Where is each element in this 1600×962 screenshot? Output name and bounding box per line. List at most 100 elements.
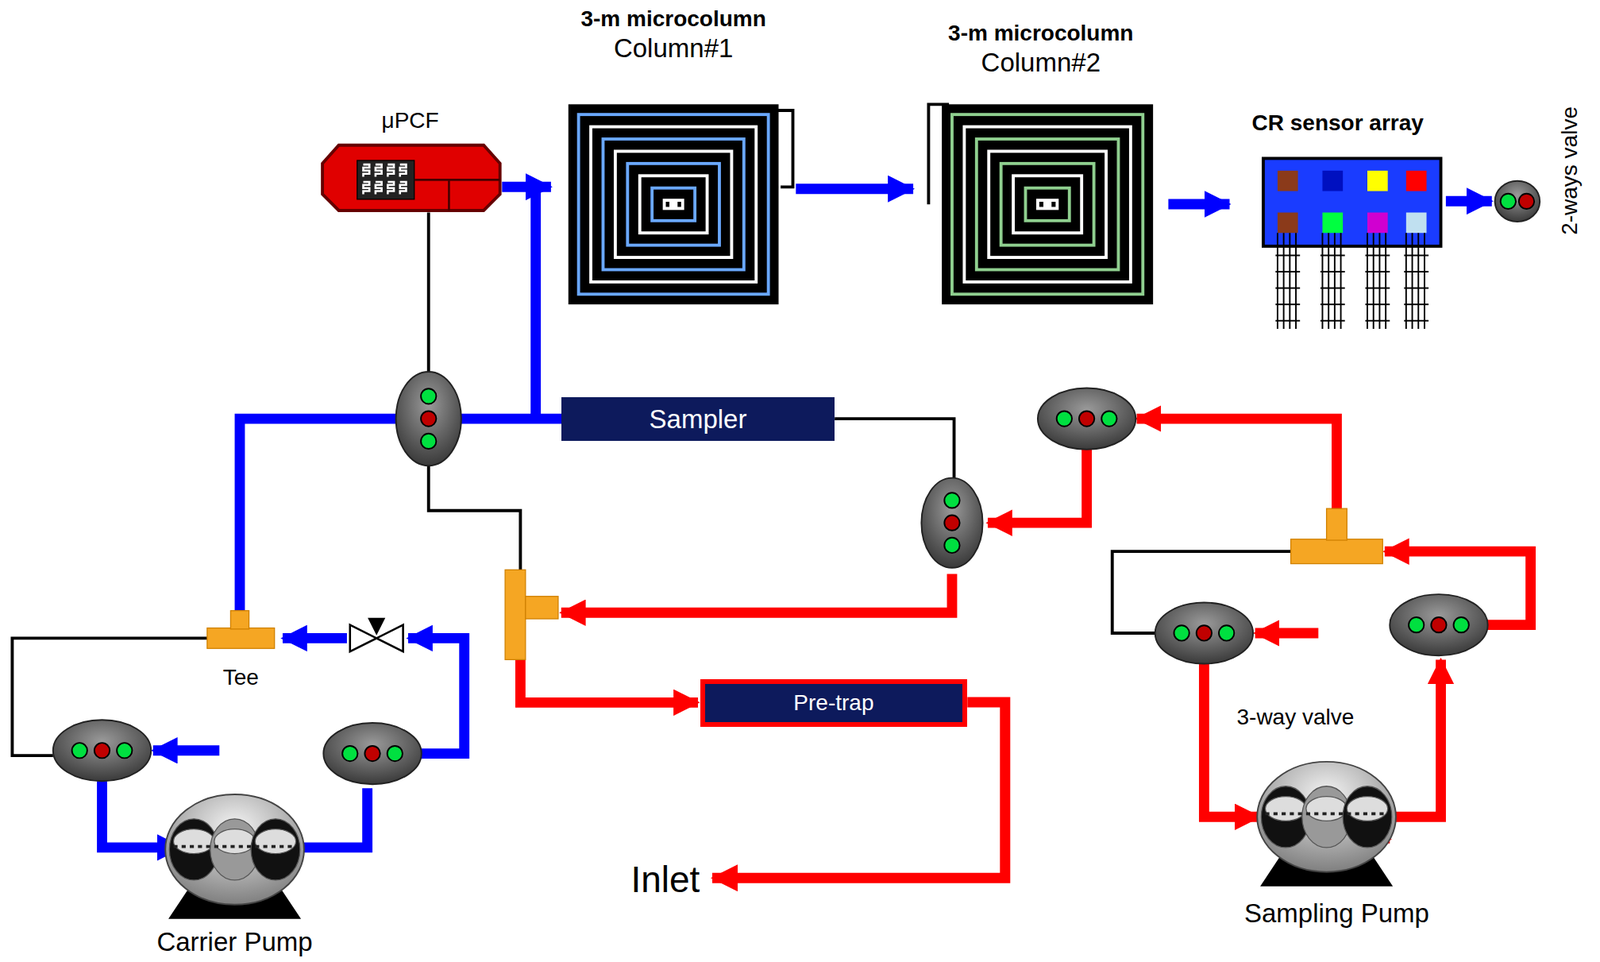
column-body [941,104,1153,305]
column-body [568,104,779,305]
valve-port [116,742,132,758]
spiral-channel [578,114,769,294]
pillar-array [375,181,382,194]
valve-port [1101,410,1117,426]
pump-chamber [214,828,255,854]
spiral-channel [1001,163,1095,246]
sensor-lead [1275,254,1300,257]
sensor-lead [1403,270,1429,273]
node-label: Sampler [649,404,748,435]
diagram-node: 3-m microcolumnColumn#2 [913,20,1169,307]
diagram-node: CR sensor array [1229,110,1446,333]
valve-body [1495,181,1541,222]
sensor-lead [1295,232,1297,329]
valve-port [1408,616,1424,633]
sensor-lead [1411,232,1414,329]
sensor-lead [1283,232,1285,329]
diagram-node: Sampling Pump [1212,757,1462,930]
valve-body [1155,601,1254,664]
needle-valve [350,618,404,652]
node-label: Pre-trap [793,690,874,716]
node-label: 3-m microcolumn [948,20,1134,47]
diagram-node: 2-ways valve [1492,83,1595,257]
pump-body [165,794,305,905]
node-label: Column#2 [981,47,1101,78]
sensor-lead [1320,270,1346,273]
spiral-channel [640,175,708,233]
pillar-array [400,164,407,177]
sensor-lead [1320,287,1346,290]
sensor-lead [1403,303,1429,305]
flow-arrow [795,183,914,194]
sensor-lead [1333,232,1336,329]
pillar-array [362,181,370,194]
sensor-lead [1321,232,1323,329]
flow-arrow [1168,199,1230,210]
pump-body [1256,761,1396,872]
valve-port [944,515,960,531]
spiral-channel [976,138,1119,270]
diagram-node: Pre-trap [700,678,968,727]
valve-port [420,433,436,449]
upcf-chip [322,145,501,211]
pump-chamber [1306,796,1347,822]
microcolumn-spiral [568,104,779,305]
node-label: Column#1 [613,33,733,64]
microcolumn-spiral [941,104,1153,305]
node-label: Tee [223,664,259,691]
spiral-channel [664,200,683,209]
sensor-array [1263,158,1442,329]
sensor-lead [1366,232,1369,329]
sensor-lead [1372,232,1375,329]
pillar-array [387,164,394,177]
sensor-lead [1364,303,1390,305]
pump-chamber [254,828,296,854]
flow-arrow [1445,196,1493,207]
spiral-channel [1037,200,1057,209]
valve-port [364,745,380,761]
sensor-lead [1403,320,1429,322]
spiral-channel [952,114,1143,294]
valve-port [387,745,403,761]
valve-port [1056,410,1072,426]
pump-membrane [173,844,296,849]
spiral-port [669,200,678,209]
sensor-lead [1276,232,1279,329]
node-label: 3-m microcolumn [580,6,766,32]
valve-port [72,742,88,758]
diagram-node: 3-m microcolumnColumn#1 [551,6,796,307]
node-label: Inlet [630,858,700,901]
sensor-lead [1403,287,1429,290]
pump-chamber [1346,796,1388,822]
carrier-flow [102,188,564,848]
valve-port [944,492,960,508]
sensor-lead [1275,287,1300,290]
pump-chamber [250,818,301,880]
sensor-lead [1288,232,1291,329]
spiral-channel [1025,188,1070,221]
valve-port [1218,624,1234,640]
sensor-lead [1405,232,1408,329]
sensor-lead [1417,232,1419,329]
valve-port [420,388,436,404]
sensor-lead [1378,232,1381,329]
diagram-node: Tee [201,608,280,691]
flow-arrow [712,701,1006,878]
diagram-node: Carrier Pump [127,787,343,957]
sensor-lead [1275,303,1300,305]
flow-arrow [501,181,552,193]
valve-body [1389,593,1488,656]
valve-body [1037,388,1136,450]
sensor-lead [1275,270,1300,273]
spiral-channel [615,150,732,258]
node-label: μPCF [381,107,440,134]
diagram-node: Sampler [561,397,835,441]
spiral-channel [602,138,744,270]
valve-port [1079,410,1095,426]
pump-chamber [173,828,214,854]
diagram-node: Inlet [618,852,713,907]
valves [53,181,1540,784]
sensor-lead [1384,232,1387,329]
spiral-channel [590,127,756,282]
